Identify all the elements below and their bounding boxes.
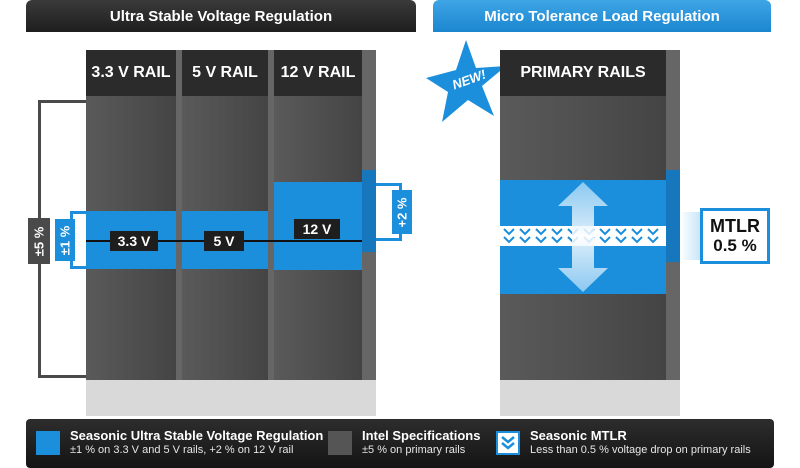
legend-swatch-ultra-stable [36, 431, 60, 455]
header-micro-tolerance: Micro Tolerance Load Regulation [433, 0, 771, 32]
legend-swatch-intel [328, 431, 352, 455]
legend-title-intel: Intel Specifications [362, 428, 481, 443]
primary-regulation-band-side [666, 170, 680, 262]
legend-swatch-mtlr-icon [496, 431, 520, 455]
rail-floor-shadow [86, 380, 376, 416]
rail-title-12v: 12 V RAIL [274, 50, 362, 96]
rail-voltage-label-12v: 12 V [294, 219, 340, 239]
legend-title-mtlr: Seasonic MTLR [530, 428, 627, 443]
intel-tolerance-text: ±5 % [31, 226, 47, 256]
rail-voltage-label-5v: 5 V [204, 231, 244, 251]
primary-floor-shadow [500, 380, 680, 416]
double-arrow-icon [558, 182, 608, 292]
seasonic-low-tolerance-tag: ±1 % [55, 219, 75, 261]
regulation-band-12v-side [362, 170, 376, 252]
legend-title-ultra-stable: Seasonic Ultra Stable Voltage Regulation [70, 428, 324, 443]
rail-title-3v3: 3.3 V RAIL [86, 50, 176, 96]
intel-tolerance-tag: ±5 % [28, 218, 50, 264]
seasonic-low-tolerance-text: ±1 % [57, 225, 73, 255]
primary-rails-title: PRIMARY RAILS [500, 50, 666, 96]
mtlr-callout: MTLR 0.5 % [700, 208, 770, 264]
header-ultra-stable: Ultra Stable Voltage Regulation [26, 0, 416, 32]
legend: Seasonic Ultra Stable Voltage Regulation… [26, 419, 774, 468]
seasonic-12v-tolerance-text: +2 % [394, 197, 410, 227]
mtlr-name: MTLR [710, 216, 760, 236]
legend-sub-ultra-stable: ±1 % on 3.3 V and 5 V rails, +2 % on 12 … [70, 444, 294, 456]
legend-sub-intel: ±5 % on primary rails [362, 444, 466, 456]
mtlr-value: 0.5 % [713, 236, 757, 255]
seasonic-12v-tolerance-tag: +2 % [392, 190, 412, 234]
rail-column-5v-side [268, 50, 274, 380]
legend-sub-mtlr: Less than 0.5 % voltage drop on primary … [530, 444, 751, 456]
rail-title-5v: 5 V RAIL [182, 50, 268, 96]
new-badge-star [426, 40, 506, 122]
rail-column-3v3-side [176, 50, 182, 380]
rail-voltage-label-3v3: 3.3 V [110, 231, 158, 251]
